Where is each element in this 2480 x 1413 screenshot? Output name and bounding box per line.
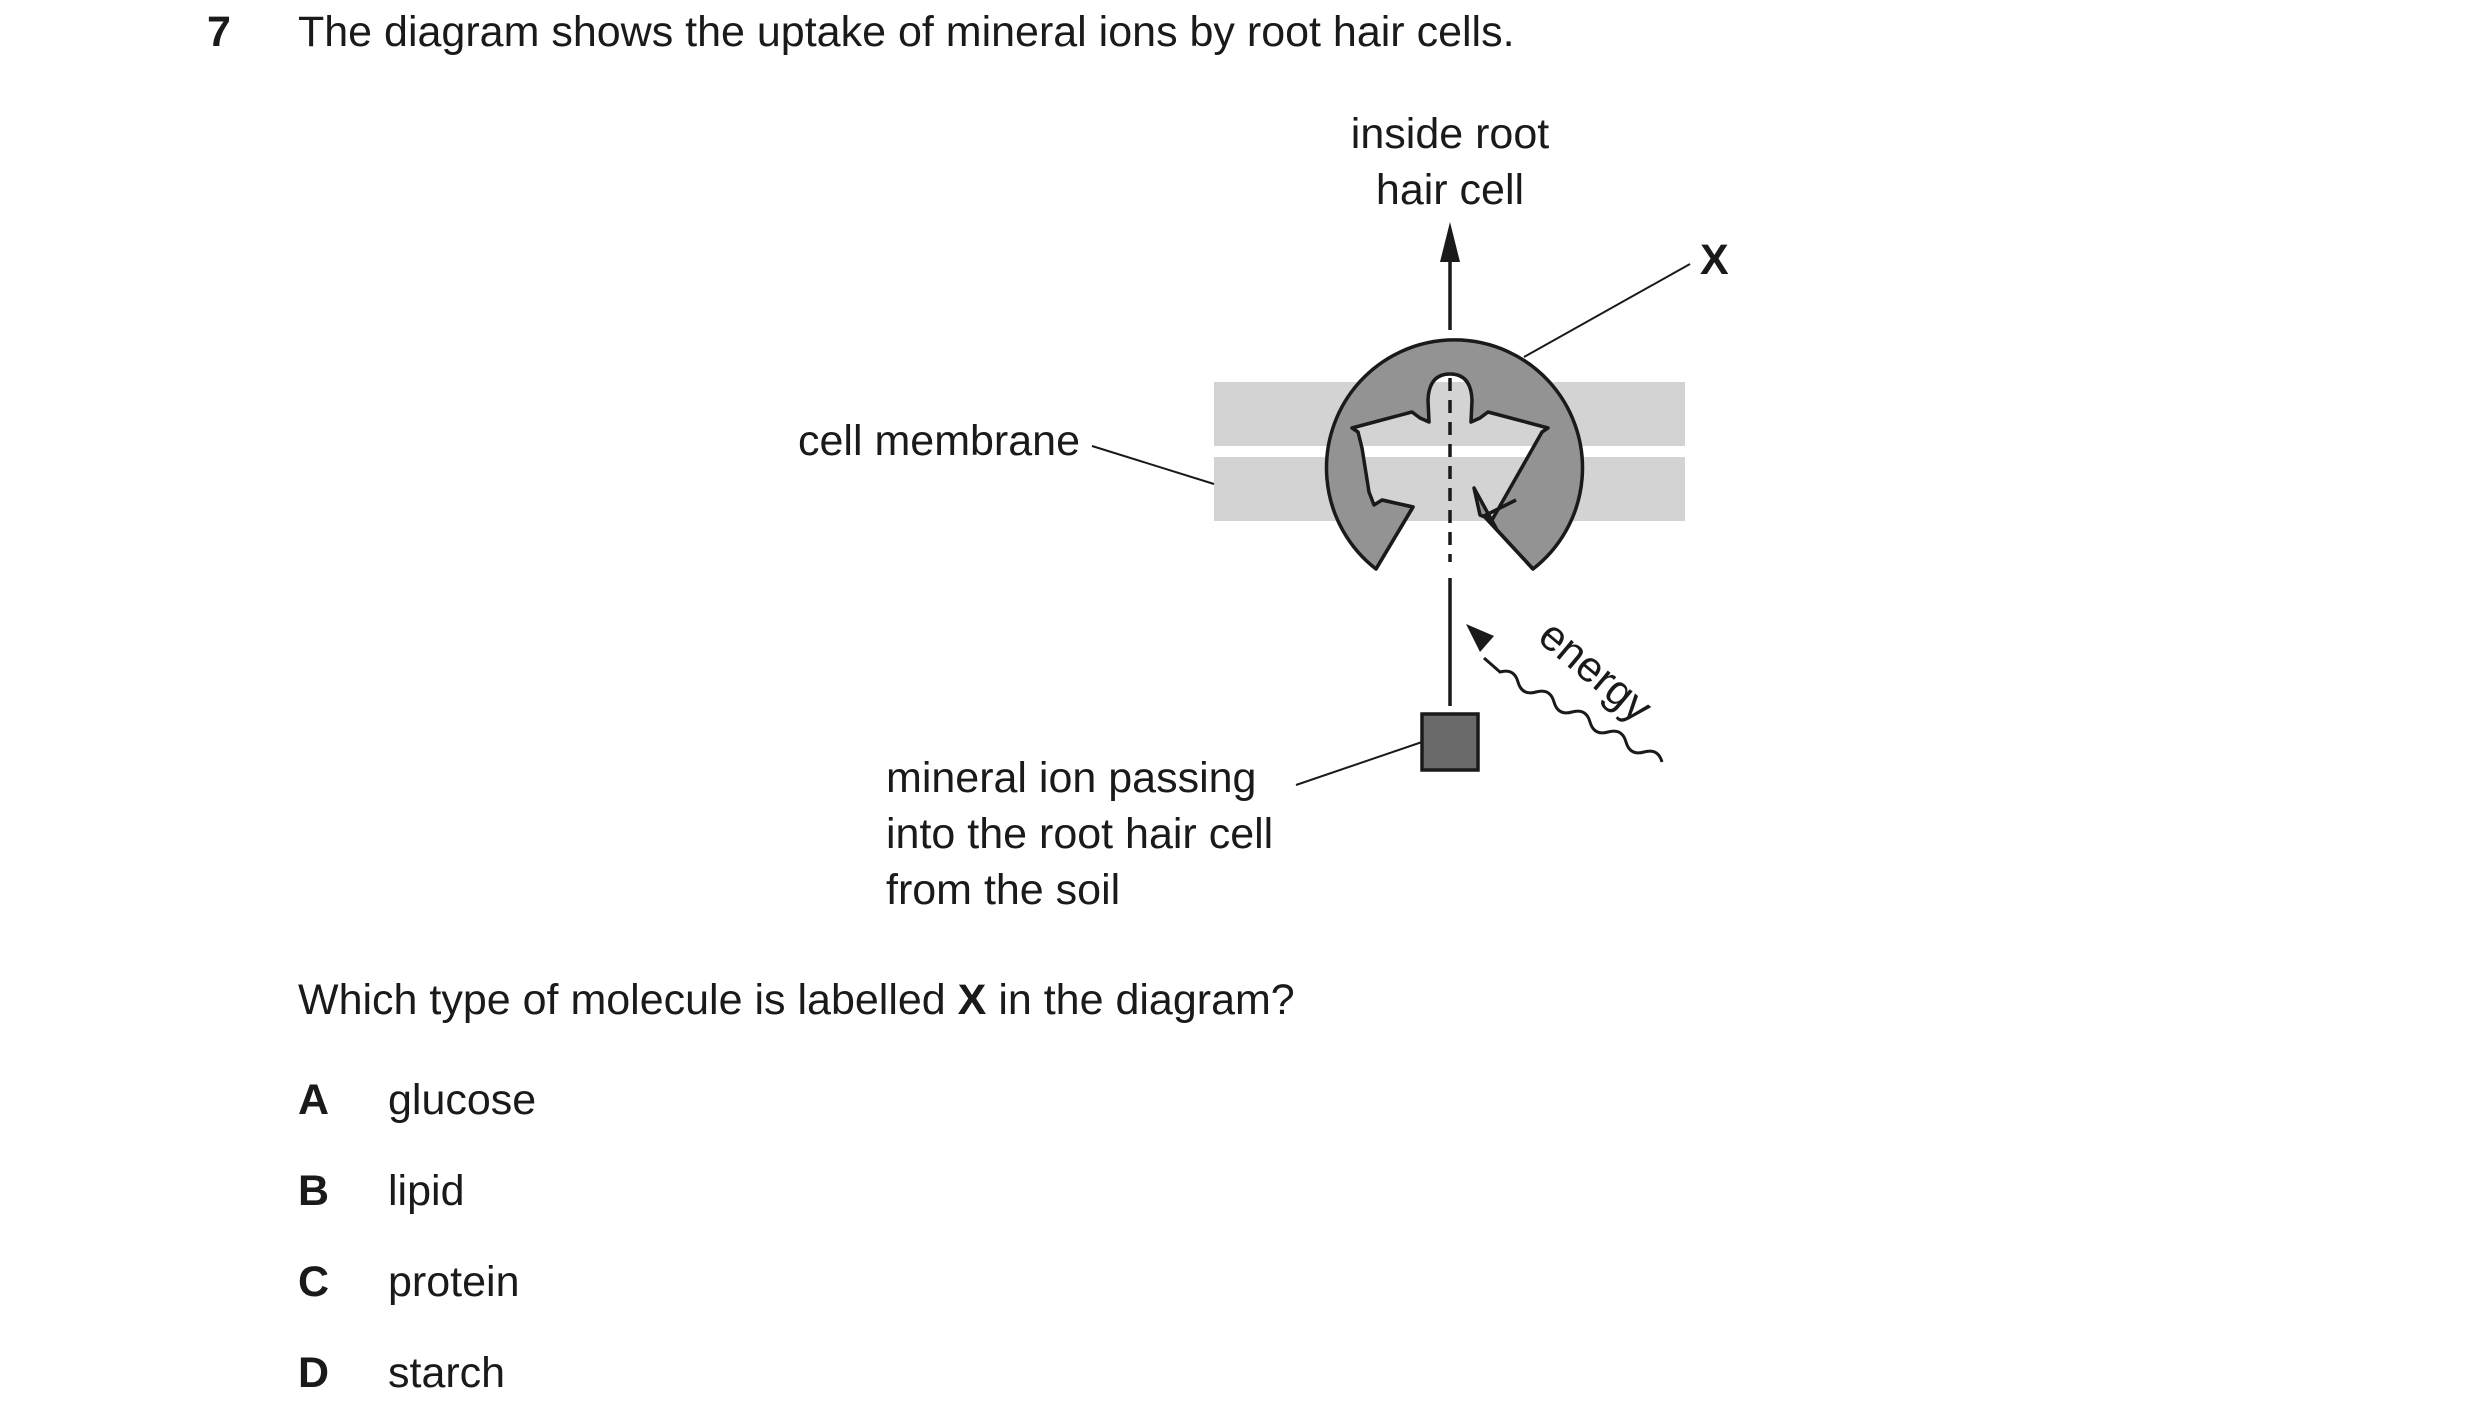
label-ion-line3: from the soil bbox=[886, 866, 1120, 914]
membrane-layer-upper bbox=[1214, 382, 1685, 446]
label-energy: energy bbox=[1530, 611, 1662, 733]
prompt-text-after: in the diagram? bbox=[998, 976, 1295, 1024]
leader-line-membrane bbox=[1091, 445, 1215, 485]
carrier-protein-tips bbox=[1374, 498, 1535, 571]
option-text: protein bbox=[388, 1258, 520, 1306]
option-letter: A bbox=[298, 1076, 330, 1124]
question-number: 7 bbox=[207, 8, 231, 56]
mineral-ion bbox=[1420, 712, 1480, 772]
prompt-text-before: Which type of molecule is labelled bbox=[298, 976, 946, 1024]
option-letter: D bbox=[298, 1349, 330, 1397]
option-b[interactable]: B lipid bbox=[298, 1167, 465, 1215]
question-prompt: Which type of molecule is labelled X in … bbox=[298, 976, 1295, 1024]
energy-wavy-arrow bbox=[1483, 656, 1664, 763]
label-cell-membrane: cell membrane bbox=[798, 417, 1080, 465]
energy-arrow-head bbox=[1466, 624, 1494, 652]
label-inside-line2: hair cell bbox=[1376, 166, 1524, 214]
option-letter: B bbox=[298, 1167, 330, 1215]
label-ion-line1: mineral ion passing bbox=[886, 754, 1256, 802]
prompt-bold-x: X bbox=[957, 976, 987, 1024]
arrow-to-inside-head bbox=[1440, 222, 1460, 262]
option-text: glucose bbox=[388, 1076, 537, 1124]
label-ion-line2: into the root hair cell bbox=[886, 810, 1273, 858]
option-text: starch bbox=[388, 1349, 506, 1397]
carrier-protein bbox=[1324, 338, 1585, 571]
option-a[interactable]: A glucose bbox=[298, 1076, 536, 1124]
question-stem: The diagram shows the uptake of mineral … bbox=[298, 8, 1515, 56]
label-x: X bbox=[1700, 236, 1729, 284]
option-letter: C bbox=[298, 1258, 330, 1306]
option-c[interactable]: C protein bbox=[298, 1258, 519, 1306]
option-text: lipid bbox=[388, 1167, 465, 1215]
label-inside-line1: inside root bbox=[1351, 110, 1549, 158]
leader-line-ion bbox=[1295, 741, 1423, 786]
leader-line-x bbox=[1523, 263, 1691, 358]
option-d[interactable]: D starch bbox=[298, 1349, 505, 1397]
